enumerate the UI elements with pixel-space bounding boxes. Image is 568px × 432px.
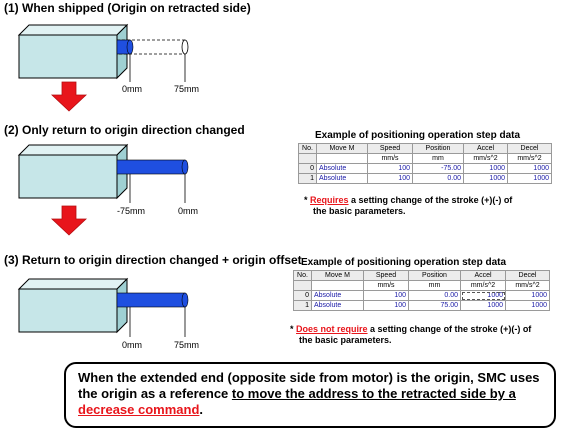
unit-cell: mm/s^2 [463, 153, 508, 164]
section-3-heading: (3) Return to origin direction changed +… [4, 253, 302, 267]
row-number: 0 [293, 290, 312, 301]
note-star: * [290, 324, 294, 334]
header-cell: Decel [507, 143, 552, 154]
table-2-title: Example of positioning operation step da… [301, 257, 507, 268]
speed-cell[interactable]: 100 [367, 163, 413, 174]
accel-cell[interactable]: 1000 [463, 163, 508, 174]
header-cell: Move M [316, 143, 368, 154]
tick-label: 75mm [174, 84, 200, 94]
unit-cell [293, 280, 312, 291]
unit-cell [316, 153, 368, 164]
note-emphasis: Requires [310, 195, 349, 205]
accel-cell[interactable]: 1000 [460, 290, 506, 301]
position-cell[interactable]: 75.00 [408, 300, 461, 311]
step-data-table-2: No. Move M Speed Position Accel Decel mm… [293, 270, 550, 311]
move-mode-cell[interactable]: Absolute [316, 173, 368, 184]
note-text-line2: the basic parameters. [299, 335, 392, 345]
speed-cell[interactable]: 100 [367, 173, 413, 184]
decel-cell[interactable]: 1000 [507, 163, 552, 174]
actuator-2 [17, 143, 189, 203]
table-row: 0 Absolute 100 -75.00 1000 1000 [298, 163, 552, 174]
table-row: 1 Absolute 100 0.00 1000 1000 [298, 173, 552, 184]
table-unit-row: mm/s mm mm/s^2 mm/s^2 [293, 280, 550, 291]
down-arrow-2 [50, 205, 88, 236]
table-1-note: * Requires a setting change of the strok… [304, 195, 566, 217]
header-cell: Position [408, 270, 461, 281]
row-number: 0 [298, 163, 317, 174]
callout-underlined-text: to move the address to the retracted sid… [231, 386, 516, 401]
table-row: 1 Absolute 100 75.00 1000 1000 [293, 300, 550, 311]
header-cell: Move M [311, 270, 364, 281]
section-2-heading: (2) Only return to origin direction chan… [4, 123, 245, 137]
unit-cell [298, 153, 317, 164]
header-cell: Accel [463, 143, 508, 154]
note-text-line2: the basic parameters. [313, 206, 406, 216]
callout-end: . [199, 402, 204, 417]
table-unit-row: mm/s mm mm/s^2 mm/s^2 [298, 153, 552, 164]
section-1-heading: (1) When shipped (Origin on retracted si… [4, 1, 251, 15]
move-mode-cell[interactable]: Absolute [316, 163, 368, 174]
unit-cell: mm/s [363, 280, 409, 291]
row-number: 1 [298, 173, 317, 184]
origin-explanation-callout: When the extended end (opposite side fro… [64, 362, 556, 428]
note-emphasis: Does not require [296, 324, 368, 334]
header-cell: Decel [505, 270, 550, 281]
table-row: 0 Absolute 100 0.00 1000 1000 [293, 290, 550, 301]
tick-label: 0mm [122, 340, 142, 350]
rod [116, 159, 186, 175]
table-1-title: Example of positioning operation step da… [315, 130, 521, 141]
tick-label: -75mm [117, 206, 146, 216]
unit-cell: mm/s [367, 153, 413, 164]
rod [116, 292, 186, 308]
table-header-row: No. Move M Speed Position Accel Decel [293, 270, 550, 281]
unit-cell: mm/s^2 [460, 280, 506, 291]
callout-text: When the extended end (opposite side fro… [78, 370, 540, 401]
down-arrow-1 [50, 81, 88, 112]
speed-cell[interactable]: 100 [363, 300, 409, 311]
move-mode-cell[interactable]: Absolute [311, 300, 364, 311]
position-cell[interactable]: 0.00 [412, 173, 464, 184]
speed-cell[interactable]: 100 [363, 290, 409, 301]
accel-cell[interactable]: 1000 [463, 173, 508, 184]
actuator-3 [17, 277, 189, 337]
accel-cell[interactable]: 1000 [460, 300, 506, 311]
move-mode-cell[interactable]: Absolute [311, 290, 364, 301]
header-cell: No. [293, 270, 312, 281]
step-data-table-1: No. Move M Speed Position Accel Decel mm… [298, 143, 552, 184]
header-cell: Speed [363, 270, 409, 281]
position-cell[interactable]: -75.00 [412, 163, 464, 174]
unit-cell [311, 280, 364, 291]
tick-label: 75mm [174, 340, 200, 350]
header-cell: Speed [367, 143, 413, 154]
decel-cell[interactable]: 1000 [505, 300, 550, 311]
row-number: 1 [293, 300, 312, 311]
actuator-1 [17, 23, 189, 82]
note-text: a setting change of the stroke (+)(-) of [367, 324, 532, 334]
table-header-row: No. Move M Speed Position Accel Decel [298, 143, 552, 154]
note-text: a setting change of the stroke (+)(-) of [348, 195, 513, 205]
header-cell: Accel [460, 270, 506, 281]
decel-cell[interactable]: 1000 [505, 290, 550, 301]
callout-highlight: decrease command [78, 402, 200, 417]
unit-cell: mm/s^2 [505, 280, 550, 291]
unit-cell: mm [408, 280, 461, 291]
unit-cell: mm [412, 153, 464, 164]
note-star: * [304, 195, 308, 205]
header-cell: No. [298, 143, 317, 154]
unit-cell: mm/s^2 [507, 153, 552, 164]
table-2-note: * Does not require a setting change of t… [290, 324, 566, 346]
tick-label: 0mm [122, 84, 142, 94]
header-cell: Position [412, 143, 464, 154]
decel-cell[interactable]: 1000 [507, 173, 552, 184]
tick-label: 0mm [178, 206, 198, 216]
position-cell[interactable]: 0.00 [408, 290, 461, 301]
